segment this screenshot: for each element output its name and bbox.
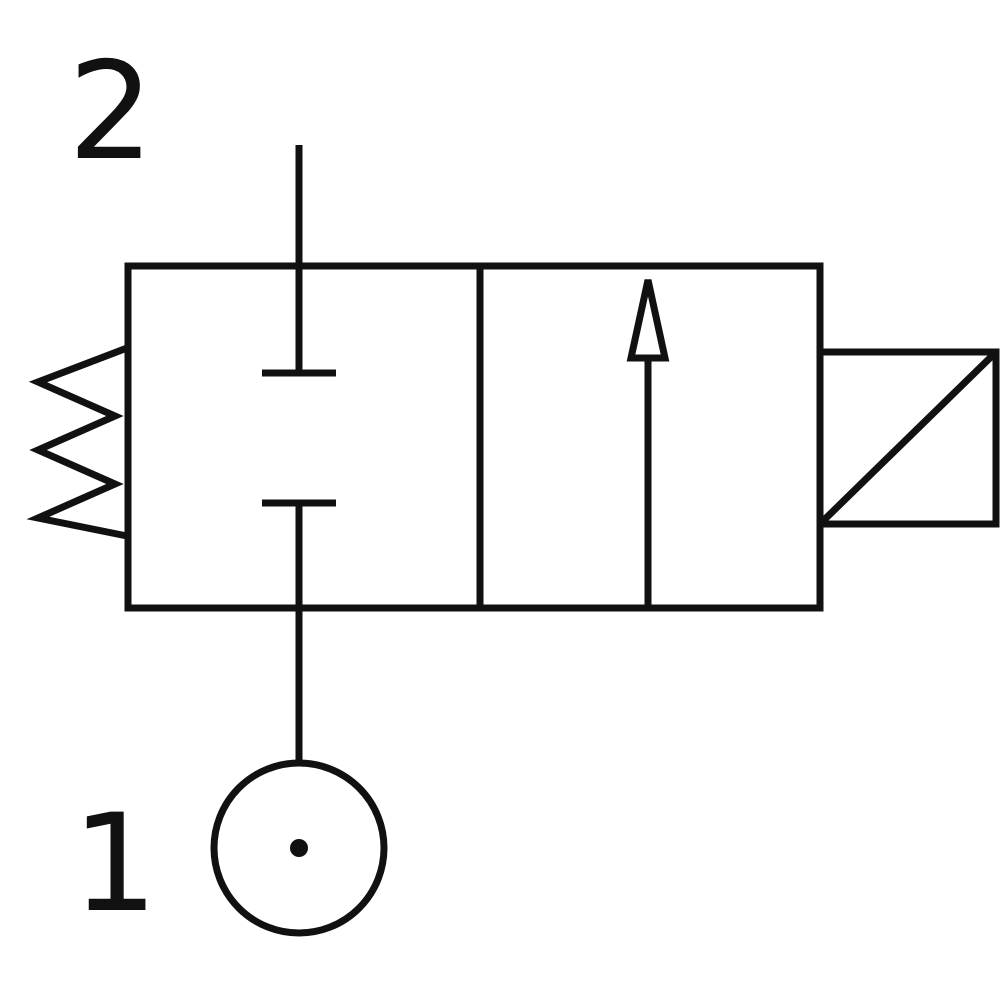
port-1-center-dot (290, 839, 308, 857)
solenoid-icon (820, 352, 996, 524)
solenoid-box (816, 348, 1000, 528)
port-1-label: 1 (72, 785, 158, 942)
port-2-label: 2 (68, 33, 154, 190)
flow-arrow-icon (626, 279, 670, 362)
port-1-icon (210, 759, 388, 937)
spring-icon (26, 344, 129, 540)
valve-body-rect (124, 262, 824, 612)
